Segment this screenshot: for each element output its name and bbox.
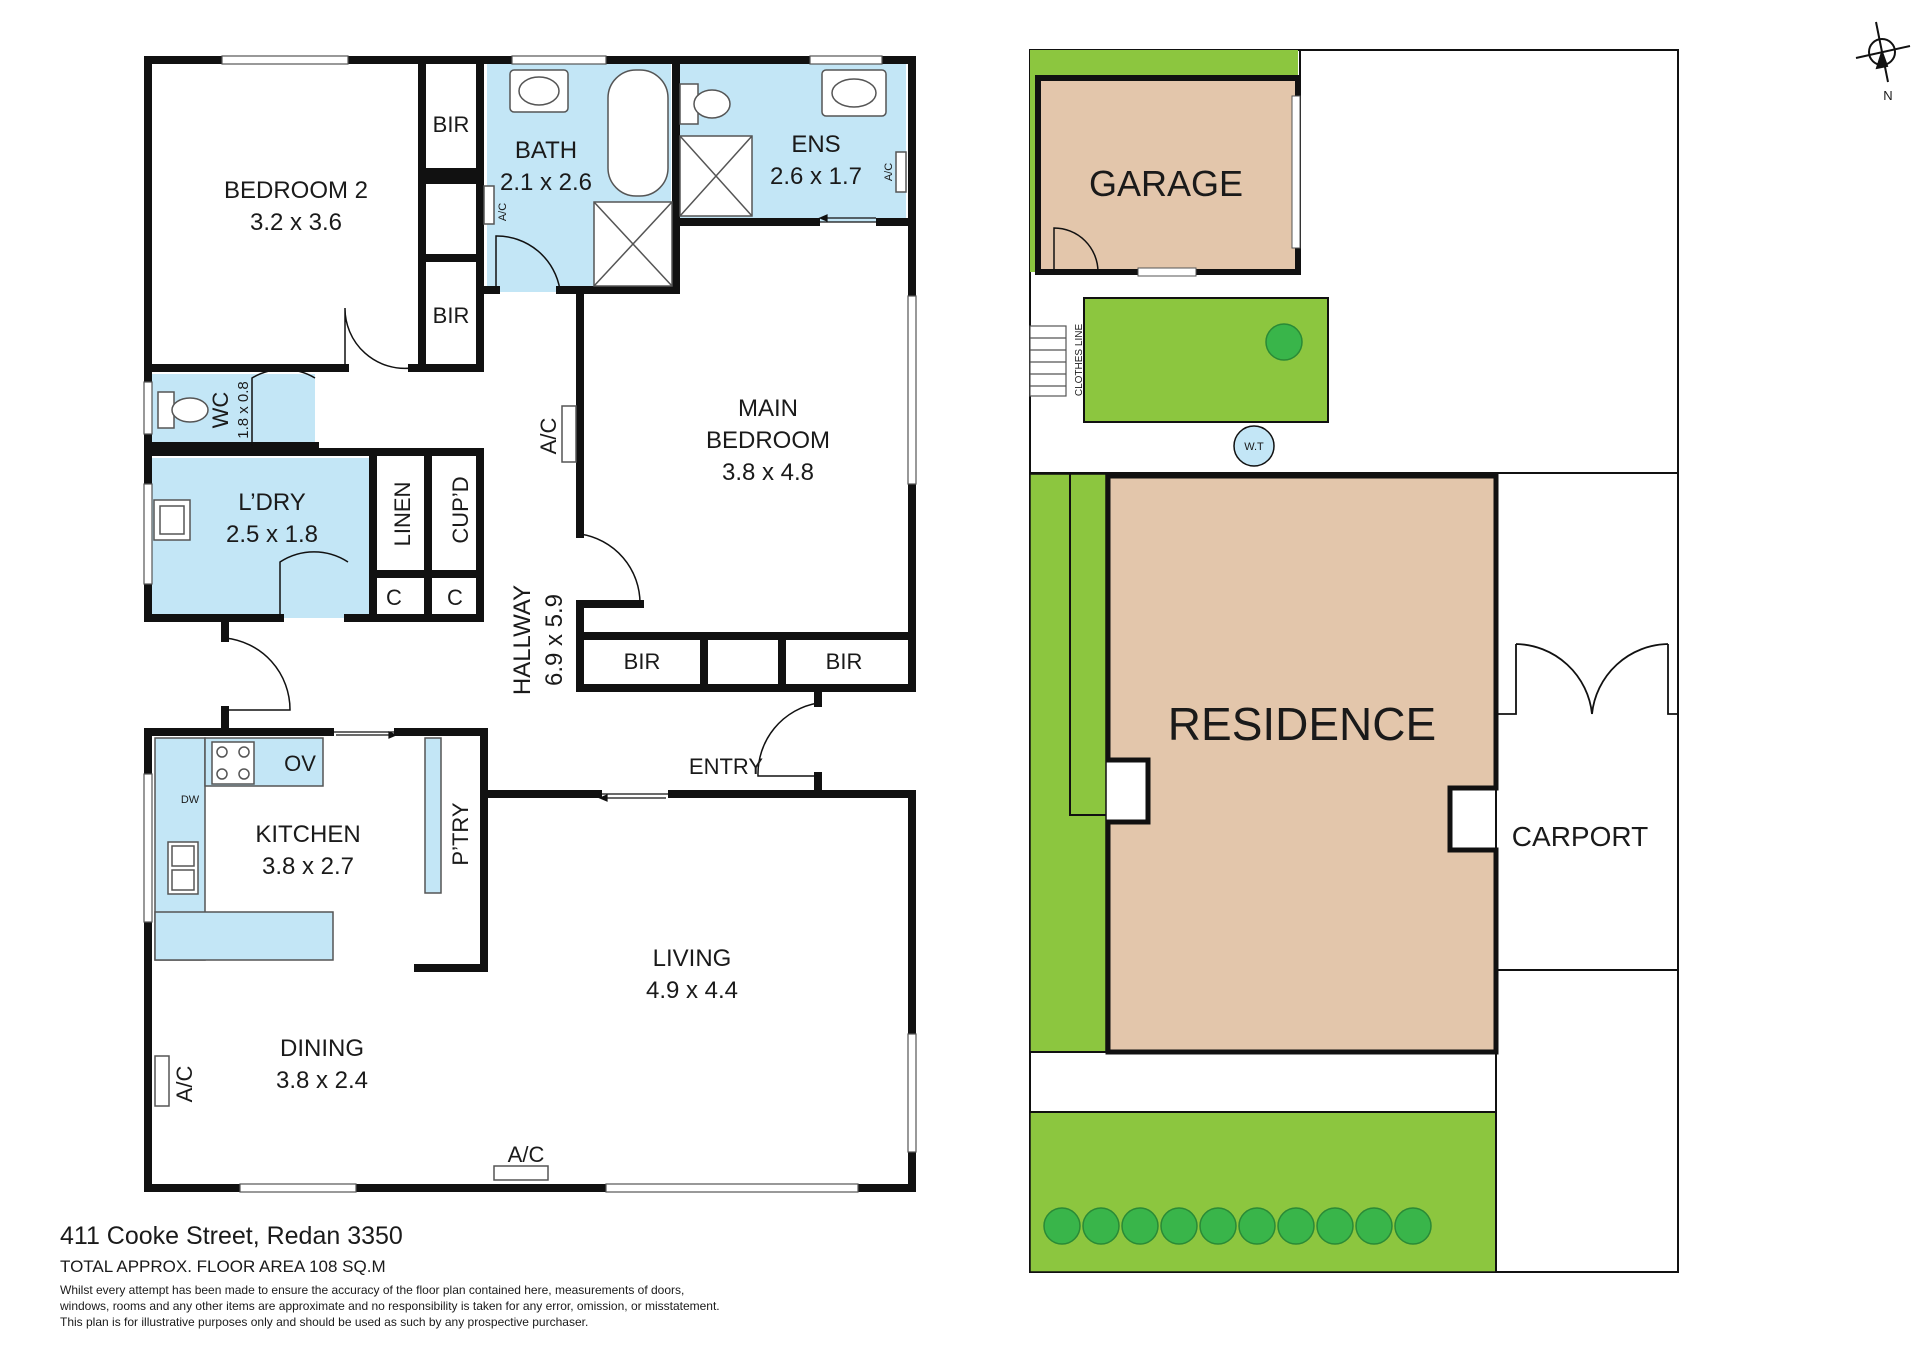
carport-gates [1496,643,1678,715]
site-plan: N GARAGE RESIDENCE CARPORT W.T CLOTHES L… [1029,21,1911,1273]
clothes-line-label: CLOTHES LINE [1074,324,1085,397]
water-tank-label: W.T [1244,441,1264,453]
ac-unit-hall [561,405,577,463]
garage-building [1035,75,1301,275]
kitchen-bench-bottom [154,911,334,961]
ac-label-hall: A/C [536,418,561,455]
ac-unit-dining [154,1055,170,1107]
disclaimer-line-2: windows, rooms and any other items are a… [59,1299,720,1313]
walls [144,56,916,1192]
tree [1265,323,1303,361]
tree [1355,1207,1393,1245]
lawn-side [1029,473,1107,1053]
cupboard-c-1: C [386,585,402,610]
dining-dims: 3.8 x 2.4 [276,1067,368,1094]
bir-label-2: BIR [433,303,470,328]
floor-plan: BEDROOM 2 3.2 x 3.6 BATH 2.1 x 2.6 ENS 2… [143,55,917,1193]
laundry-name: L’DRY [238,489,306,516]
ac-label-dining: A/C [172,1066,197,1103]
residence-label: RESIDENCE [1168,698,1436,750]
sliding-door-arrows [336,214,876,802]
pantry-label: P’TRY [448,802,473,865]
bath-dims: 2.1 x 2.6 [500,169,592,196]
wc-name: WC [208,392,233,429]
living-name: LIVING [653,945,732,972]
doors [224,221,880,795]
garage-door [1291,95,1301,249]
ac-unit-ens [895,151,907,193]
living-dims: 4.9 x 4.4 [646,977,738,1004]
ac-label-ens: A/C [883,163,895,181]
hallway-dims: 6.9 x 5.9 [541,594,568,686]
tree [1277,1207,1315,1245]
ac-unit-living [493,1165,549,1181]
address: 411 Cooke Street, Redan 3350 [60,1222,403,1250]
bedroom2-dims: 3.2 x 3.6 [250,209,342,236]
main-bedroom-name-1: MAIN [738,395,798,422]
steps [1029,325,1067,397]
ac-unit-bath [483,185,495,225]
ac-label-bath: A/C [497,203,509,221]
room-labels: BEDROOM 2 3.2 x 3.6 BATH 2.1 x 2.6 ENS 2… [172,112,895,1167]
trees [1043,323,1432,1245]
tree [1199,1207,1237,1245]
bir-label-3: BIR [624,649,661,674]
cupboard-c-2: C [447,585,463,610]
tree [1394,1207,1432,1245]
main-bedroom-name-2: BEDROOM [706,427,830,454]
ens-dims: 2.6 x 1.7 [770,163,862,190]
windows [143,55,917,1193]
entry-label: ENTRY [689,754,763,779]
compass-north-label: N [1883,88,1892,103]
garage-label: GARAGE [1089,163,1243,204]
ens-name: ENS [791,131,840,158]
tree [1160,1207,1198,1245]
oven-label: OV [284,751,316,776]
dining-name: DINING [280,1035,364,1062]
wc-dims: 1.8 x 0.8 [235,381,252,439]
fixtures [153,69,907,1181]
pantry-shelf [424,737,442,894]
footer: 411 Cooke Street, Redan 3350 TOTAL APPRO… [59,1222,720,1329]
tree [1238,1207,1276,1245]
floor-area: TOTAL APPROX. FLOOR AREA 108 SQ.M [60,1257,386,1276]
carport-label: CARPORT [1512,821,1648,852]
garage-side-door [1053,227,1099,273]
tree [1082,1207,1120,1245]
ac-label-living: A/C [508,1142,545,1167]
disclaimer-line-1: Whilst every attempt has been made to en… [60,1283,684,1297]
water-tank [1233,425,1275,467]
kitchen-dims: 3.8 x 2.7 [262,853,354,880]
tree [1316,1207,1354,1245]
disclaimer-line-3: This plan is for illustrative purposes o… [60,1315,588,1329]
main-bedroom-dims: 3.8 x 4.8 [722,459,814,486]
bir-label-4: BIR [826,649,863,674]
compass-icon [1855,21,1911,83]
kitchen-name: KITCHEN [255,821,360,848]
laundry-dims: 2.5 x 1.8 [226,521,318,548]
bedroom2-name: BEDROOM 2 [224,177,368,204]
cupboard-label: CUP’D [448,476,473,543]
bath-name: BATH [515,137,577,164]
residence-building [1105,473,1499,1055]
garage-window [1137,267,1197,277]
linen-label: LINEN [390,482,415,547]
tree [1043,1207,1081,1245]
lawn-bottom [1029,1111,1497,1273]
hallway-name: HALLWAY [509,585,536,695]
bathtub [607,69,669,197]
bir-label-1: BIR [433,112,470,137]
dishwasher-label: DW [181,794,200,806]
lawn-clothesline [1083,297,1329,423]
tree [1121,1207,1159,1245]
